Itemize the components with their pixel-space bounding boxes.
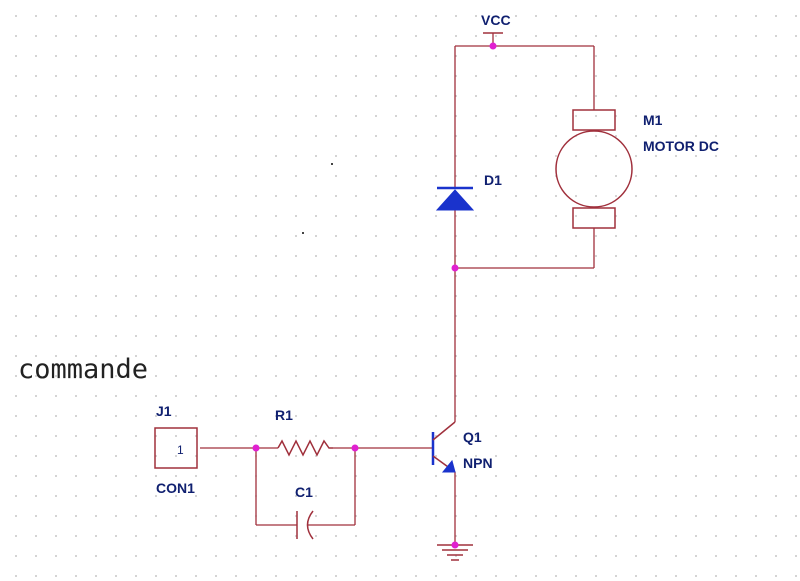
vcc-label: VCC (481, 12, 511, 28)
motor-m1 (555, 109, 633, 229)
diode-d1 (435, 186, 475, 211)
junction-node (489, 42, 497, 50)
junction-nodes (252, 42, 497, 549)
command-annotation: commande (18, 354, 148, 385)
transistor-value-label: NPN (463, 455, 493, 471)
stray-dot (331, 163, 333, 165)
connector-j1 (154, 427, 198, 469)
junction-node (451, 541, 459, 549)
resistor-r1 (277, 439, 333, 457)
motor-ref-label: M1 (643, 112, 663, 128)
stray-dot (302, 232, 304, 234)
junction-node (351, 444, 359, 452)
connector-ref-label: J1 (156, 403, 172, 419)
junction-node (252, 444, 260, 452)
transistor-q1 (431, 421, 456, 473)
junction-node (451, 264, 459, 272)
capacitor-c1 (296, 510, 314, 540)
motor-value-label: MOTOR DC (643, 138, 719, 154)
resistor-ref-label: R1 (275, 407, 293, 423)
transistor-ref-label: Q1 (463, 429, 482, 445)
wires (200, 45, 595, 545)
connector-pin-label: 1 (177, 443, 184, 457)
capacitor-ref-label: C1 (295, 484, 313, 500)
connector-value-label: CON1 (156, 480, 195, 496)
diode-ref-label: D1 (484, 172, 502, 188)
